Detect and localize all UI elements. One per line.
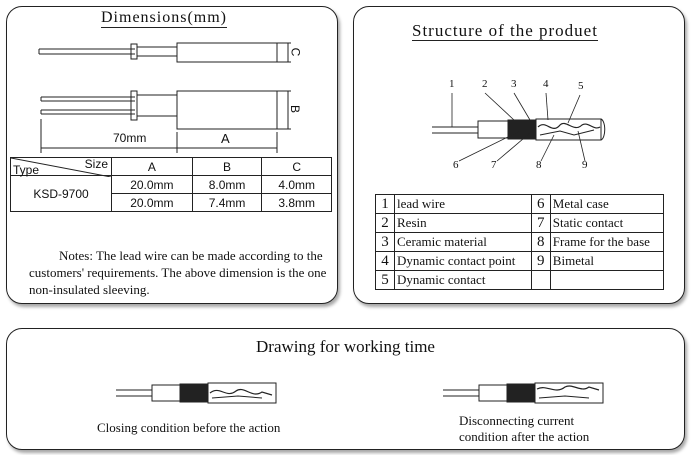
disconnect-drawing bbox=[443, 382, 604, 404]
part-label: lead wire bbox=[394, 194, 532, 214]
table-row: 5 Dynamic contact bbox=[375, 270, 665, 290]
dimensions-notes: Notes: The lead wire can be made accordi… bbox=[29, 248, 327, 297]
sensor-side-view bbox=[38, 42, 291, 63]
working-title: Drawing for working time bbox=[256, 337, 435, 356]
table-cell: 4.0mm bbox=[261, 175, 332, 194]
part-number: 9 bbox=[530, 251, 551, 271]
sensor-top-view bbox=[40, 90, 291, 130]
dim-label-length: 70mm bbox=[113, 131, 147, 145]
part-number: 4 bbox=[375, 251, 395, 271]
part-number: 3 bbox=[375, 232, 395, 252]
part-label: Metal case bbox=[549, 194, 665, 214]
callout-8: 8 bbox=[536, 159, 542, 171]
part-label: Dynamic contact bbox=[394, 270, 532, 290]
column-header: C bbox=[261, 157, 332, 176]
part-label: Resin bbox=[394, 213, 532, 233]
part-label: Ceramic material bbox=[394, 232, 532, 252]
disconnect-caption-line1: Disconnecting current bbox=[459, 413, 575, 428]
dimensions-table: Type Size A B C KSD-9700 20.0mm 8.0mm 4.… bbox=[10, 157, 332, 212]
part-number: 1 bbox=[375, 194, 395, 214]
dim-label-b: B bbox=[288, 104, 303, 114]
table-row: 3 Ceramic material 8 Frame for the base bbox=[375, 232, 665, 252]
size-header: Size bbox=[84, 157, 108, 171]
table-cell: 7.4mm bbox=[191, 193, 263, 212]
callout-7: 7 bbox=[491, 159, 497, 171]
disconnect-caption-line2: condition after the action bbox=[459, 429, 590, 444]
callout-9: 9 bbox=[582, 159, 588, 171]
part-number: 2 bbox=[375, 213, 395, 233]
dimensions-panel: Dimensions(mm) bbox=[6, 6, 338, 304]
column-header: B bbox=[191, 157, 263, 176]
callout-2: 2 bbox=[482, 78, 488, 90]
table-cell: 20.0mm bbox=[111, 175, 193, 194]
part-number: 6 bbox=[530, 194, 551, 214]
part-label: Static contact bbox=[549, 213, 665, 233]
empty-cell bbox=[549, 270, 665, 290]
callout-3: 3 bbox=[511, 78, 517, 90]
sensor-cross-section bbox=[432, 118, 606, 141]
dim-label-a: A bbox=[221, 131, 230, 146]
table-row: 20.0mm 7.4mm 3.8mm bbox=[11, 193, 332, 212]
table-cell: 8.0mm bbox=[191, 175, 263, 194]
dim-label-c: C bbox=[288, 47, 303, 57]
closing-caption: Closing condition before the action bbox=[97, 420, 281, 435]
part-label: Frame for the base bbox=[549, 232, 665, 252]
table-header-row: Type Size A B C bbox=[10, 157, 332, 177]
table-row: KSD-9700 20.0mm 8.0mm 4.0mm bbox=[10, 175, 332, 212]
model-cell: KSD-9700 bbox=[10, 175, 112, 212]
empty-cell bbox=[530, 270, 551, 290]
parts-table: 1 lead wire 6 Metal case 2 Resin 7 Stati… bbox=[375, 194, 665, 290]
table-cell: 20.0mm bbox=[111, 193, 193, 212]
working-time-panel: Drawing for working time Closing conditi… bbox=[6, 328, 685, 450]
callout-1: 1 bbox=[449, 78, 455, 90]
part-label: Dynamic contact point bbox=[394, 251, 532, 271]
closing-drawing bbox=[116, 382, 277, 404]
callout-4: 4 bbox=[543, 78, 549, 90]
callout-5: 5 bbox=[578, 80, 584, 92]
part-label: Bimetal bbox=[549, 251, 665, 271]
type-header: Type bbox=[13, 163, 40, 177]
dimensions-title: Dimensions(mm) bbox=[101, 9, 227, 28]
part-number: 5 bbox=[375, 270, 395, 290]
dimension-lines bbox=[40, 119, 278, 153]
callout-6: 6 bbox=[453, 159, 459, 171]
type-size-header: Type Size bbox=[10, 157, 112, 177]
column-header: A bbox=[111, 157, 193, 176]
table-row: 2 Resin 7 Static contact bbox=[375, 213, 665, 233]
table-cell: 3.8mm bbox=[261, 193, 332, 212]
table-row: 1 lead wire 6 Metal case bbox=[375, 194, 665, 214]
structure-title: Structure of the produet bbox=[412, 21, 598, 41]
part-number: 8 bbox=[530, 232, 551, 252]
dimensions-drawing bbox=[38, 42, 291, 153]
leader-lines bbox=[451, 92, 586, 162]
structure-panel: Structure of the produet 1 2 3 4 5 6 7 bbox=[353, 6, 685, 304]
structure-drawing bbox=[432, 92, 606, 162]
part-number: 7 bbox=[530, 213, 551, 233]
table-row: 4 Dynamic contact point 9 Bimetal bbox=[375, 251, 665, 271]
